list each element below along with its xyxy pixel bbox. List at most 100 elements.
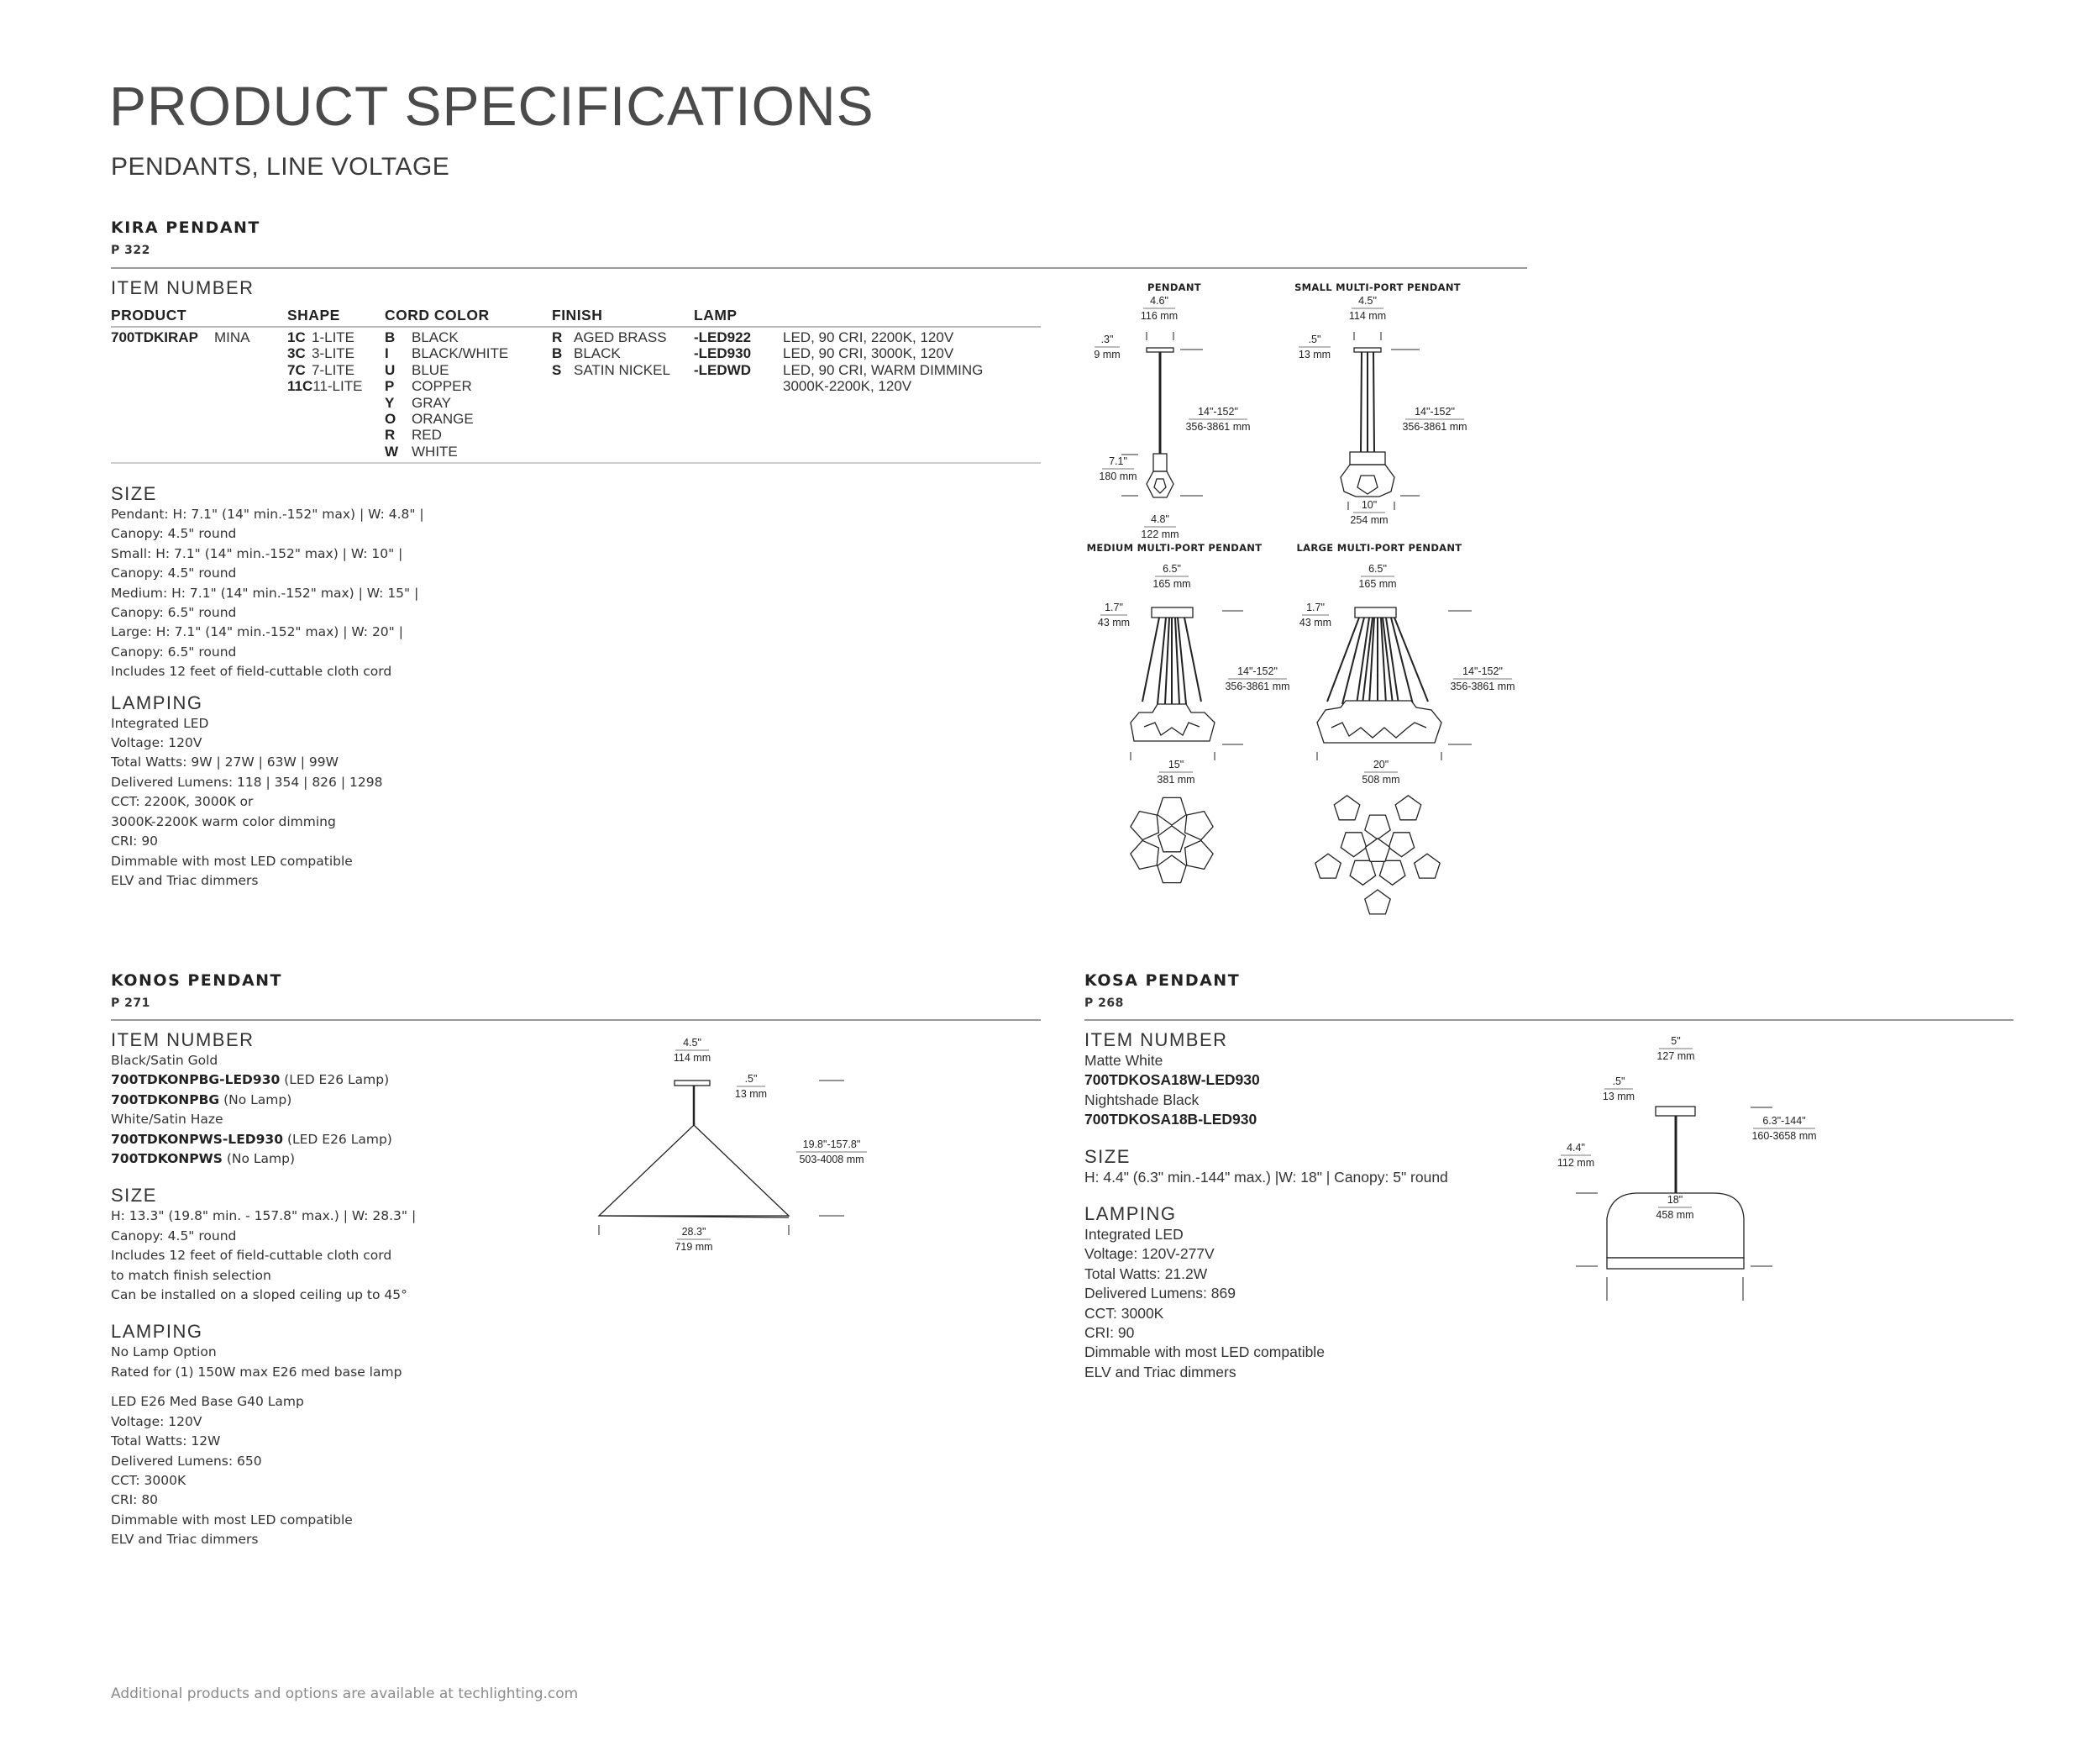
option-code: 11C xyxy=(287,378,313,395)
text-line: CRI: 90 xyxy=(111,833,159,849)
text-line: H: 13.3" (19.8" min. - 157.8" max.) | W:… xyxy=(111,1208,417,1224)
text-line: CCT: 3000K xyxy=(111,1472,186,1488)
option-row: 11C11-LITE xyxy=(287,378,362,394)
option-label: LED, 90 CRI, 3000K, 120V xyxy=(783,345,954,362)
table-header-divider xyxy=(111,326,1041,328)
text-line: Integrated LED xyxy=(1084,1226,1184,1244)
kira-size-section: SIZE Pendant: H: 7.1" (14" min.-152" max… xyxy=(111,483,615,891)
option-code: 3C xyxy=(287,345,306,362)
option-code: -LED922 xyxy=(694,329,752,345)
item-number-heading: ITEM NUMBER xyxy=(111,1029,255,1050)
dimension-width-inches: 20" xyxy=(1373,759,1389,770)
dimension-width-inches: 18" xyxy=(1667,1194,1683,1206)
size-lines: Pendant: H: 7.1" (14" min.-152" max) | W… xyxy=(111,505,615,682)
option-code: R xyxy=(385,427,396,444)
pentagon-shade-top-view xyxy=(1378,860,1406,886)
item-code: 700TDKONPBG-LED930 xyxy=(111,1072,281,1088)
dimension-height-mm: 112 mm xyxy=(1557,1157,1594,1169)
dimension-drop-inches: 19.8"-157.8" xyxy=(803,1138,861,1150)
kira-heading: KIRA PENDANT P 322 xyxy=(111,218,260,257)
pentagon-shade-top-view xyxy=(1394,794,1422,821)
product-cell: 700TDKIRAP xyxy=(111,329,198,345)
option-code: U xyxy=(385,361,396,378)
option-code: W xyxy=(385,443,399,460)
section-divider xyxy=(111,1019,1041,1021)
dimension-drop-inches: 6.3"-144" xyxy=(1762,1115,1805,1127)
option-label: RED xyxy=(412,427,442,444)
text-line: CCT: 3000K xyxy=(1084,1304,1164,1322)
option-label: LED, 90 CRI, WARM DIMMING xyxy=(783,361,984,378)
dimension-width-mm: 381 mm xyxy=(1157,774,1194,786)
text-line: CRI: 80 xyxy=(111,1492,159,1508)
dimension-canopy-inches: 6.5" xyxy=(1368,563,1387,575)
medium-pendant-label: MEDIUM MULTI-PORT PENDANT xyxy=(1087,542,1263,554)
dimension-canopy-inches: 6.5" xyxy=(1163,563,1181,575)
dimension-canopy-mm: 165 mm xyxy=(1358,578,1396,590)
dimension-drop-mm: 356-3861 mm xyxy=(1185,421,1250,433)
text-line: Can be installed on a sloped ceiling up … xyxy=(111,1287,407,1303)
product-page: P 322 xyxy=(111,244,150,257)
item-note: (No Lamp) xyxy=(226,1151,295,1167)
medium-multi-pendant-drawing xyxy=(1130,607,1243,760)
dimension-canopy-inches: 4.5" xyxy=(1358,295,1377,307)
dimension-canopy-mm: 165 mm xyxy=(1152,578,1190,590)
item-number-row: 700TDKONPWS (No Lamp) xyxy=(111,1149,648,1169)
dimension-canopy-mm: 116 mm xyxy=(1141,310,1178,322)
pentagon-shade-top-view xyxy=(1184,839,1214,870)
section-divider xyxy=(111,267,1527,269)
kosa-heading: KOSA PENDANT P 268 xyxy=(1084,971,1240,1010)
pentagon-shade-top-view xyxy=(1364,837,1391,862)
dimension-canopy-mm: 127 mm xyxy=(1656,1050,1694,1062)
product-page: P 268 xyxy=(1084,996,1124,1010)
text-line: Medium: H: 7.1" (14" min.-152" max) | W:… xyxy=(111,585,419,601)
text-line: Voltage: 120V xyxy=(111,735,202,751)
option-label: WHITE xyxy=(412,443,458,460)
text-line: H: 4.4" (6.3" min.-144" max.) |W: 18" | … xyxy=(1084,1168,1448,1186)
option-code: Y xyxy=(385,394,395,411)
text-line: Rated for (1) 150W max E26 med base lamp xyxy=(111,1364,402,1380)
lamping-heading: LAMPING xyxy=(111,1321,203,1343)
size-heading: SIZE xyxy=(111,483,157,504)
dimension-canopy_h-mm: 13 mm xyxy=(1603,1091,1635,1102)
dimension-canopy_h-inches: .5" xyxy=(1613,1075,1625,1087)
item-note: (LED E26 Lamp) xyxy=(284,1072,390,1088)
option-code: I xyxy=(385,345,389,362)
footer-note: Additional products and options are avai… xyxy=(111,1685,579,1702)
option-label: AGED BRASS xyxy=(574,329,667,345)
item-number-heading: ITEM NUMBER xyxy=(1084,1029,1228,1050)
text-line: Integrated LED xyxy=(111,715,209,731)
pentagon-shade-top-view xyxy=(1364,889,1391,915)
konos-drawing xyxy=(597,1080,844,1235)
option-row: 3C 3-LITE xyxy=(287,345,362,361)
option-code: 1C xyxy=(287,329,306,345)
text-line: ELV and Triac dimmers xyxy=(1084,1363,1236,1380)
small-pendant-label: SMALL MULTI-PORT PENDANT xyxy=(1294,281,1461,293)
product-name-cell: MINA xyxy=(214,329,250,345)
dimension-canopy-inches: 4.5" xyxy=(683,1037,701,1049)
option-code: S xyxy=(552,361,562,378)
option-row: W WHITE xyxy=(385,444,508,460)
item-note: (LED E26 Lamp) xyxy=(286,1131,392,1147)
finish-group: White/Satin Haze xyxy=(111,1112,223,1128)
text-line: Delivered Lumens: 869 xyxy=(1084,1285,1236,1302)
option-label: GRAY xyxy=(412,394,451,411)
text-line: Canopy: 4.5" round xyxy=(111,526,237,542)
option-label: 3-LITE xyxy=(312,345,355,362)
option-code: P xyxy=(385,378,395,395)
option-label: 11-LITE xyxy=(312,378,363,395)
dimension-drop-mm: 356-3861 mm xyxy=(1450,681,1515,692)
lamping-heading: LAMPING xyxy=(1084,1203,1177,1225)
